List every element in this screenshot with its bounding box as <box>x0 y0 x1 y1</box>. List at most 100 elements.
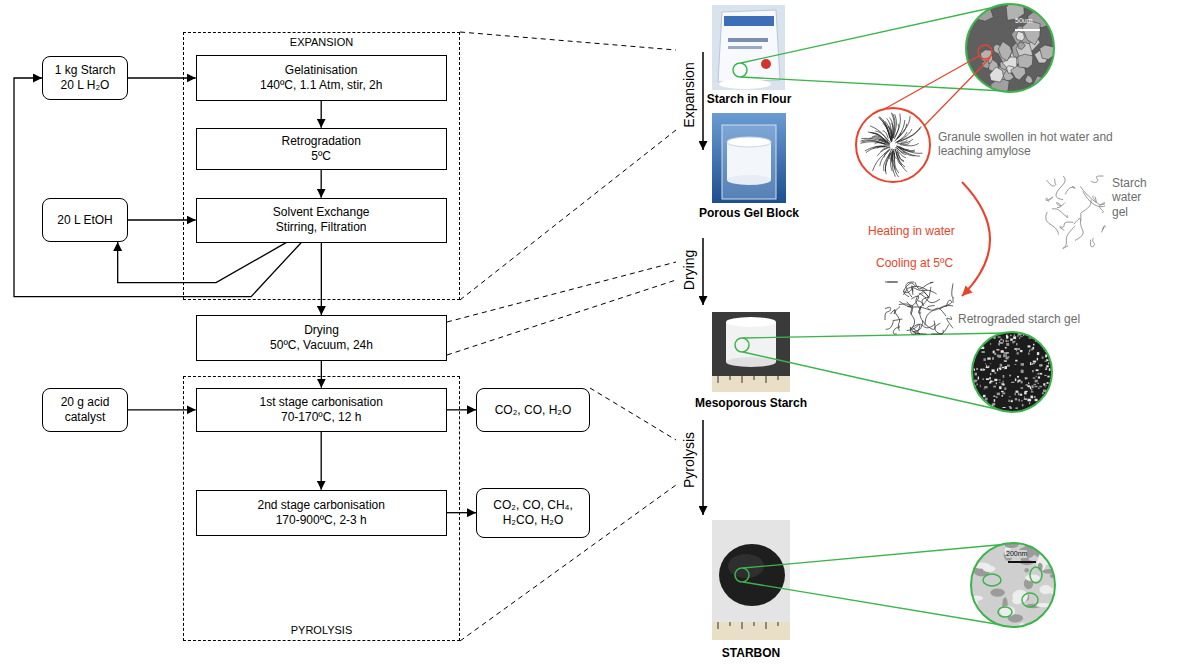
bag <box>718 10 780 82</box>
pore-speckle <box>986 378 989 380</box>
pore-speckle <box>976 368 978 370</box>
polymer-chain <box>1046 179 1055 186</box>
carbon-texture <box>1024 568 1029 573</box>
pore-speckle <box>1054 402 1056 404</box>
pore-speckle <box>974 402 977 404</box>
pore-speckle <box>996 397 998 398</box>
sem-texture <box>970 331 1056 416</box>
pore-speckle <box>971 403 973 405</box>
pointer-line <box>460 32 676 50</box>
gel-cylinder <box>727 137 771 147</box>
pore-speckle <box>1017 376 1019 378</box>
pore-speckle <box>996 349 999 350</box>
carbon-texture <box>973 608 978 620</box>
pore-speckle <box>1018 399 1020 402</box>
box-title: Retrogradation <box>281 134 360 149</box>
carbon-texture <box>1045 537 1053 549</box>
pore-speckle <box>974 392 976 394</box>
scale-bar-label: 50um <box>1015 17 1033 25</box>
mesopore-marker <box>983 574 1001 586</box>
pore-speckle <box>1047 376 1049 378</box>
sem-image <box>970 331 1056 416</box>
pore-speckle <box>980 414 983 416</box>
polymer-chain <box>907 302 915 329</box>
annotation: Retrograded starch gel <box>958 312 1080 326</box>
pore-speckle <box>975 401 977 402</box>
pore-speckle <box>1047 339 1048 341</box>
pore-speckle <box>1045 355 1047 358</box>
box-detail: 70-170ºC, 12 h <box>281 410 361 425</box>
starch-granule <box>1016 31 1024 41</box>
zoom-line <box>743 333 1005 338</box>
pore-speckle <box>1002 384 1004 386</box>
swollen-granule <box>856 108 930 182</box>
polymer-chain <box>1046 197 1053 202</box>
stage-region: PYROLYSIS1st stage carbonisation70-170ºC… <box>183 376 460 641</box>
flow-connector <box>118 242 286 283</box>
amylose-chain <box>873 148 891 171</box>
polymer-chain <box>925 308 946 325</box>
pore-speckle <box>1052 406 1055 408</box>
pore-speckle <box>1039 410 1042 412</box>
gel-block-photo <box>712 113 786 203</box>
pore-speckle <box>1021 388 1024 389</box>
zoom-line <box>743 544 1008 568</box>
process-note: Cooling at 5ºC <box>876 256 953 270</box>
pore-speckle <box>984 358 986 361</box>
bag-print <box>724 16 774 26</box>
polymer-chain <box>1091 176 1104 182</box>
box-detail: 170-900ºC, 2-3 h <box>276 513 367 528</box>
amylose-chain <box>892 151 893 161</box>
pore-speckle <box>1045 403 1046 405</box>
pore-speckle <box>998 336 1001 337</box>
pore-speckle <box>1040 373 1043 375</box>
pore-speckle <box>974 333 977 336</box>
polymer-chain <box>890 306 900 314</box>
polymer-chain <box>1057 202 1066 207</box>
process-box: 1st stage carbonisation70-170ºC, 12 h <box>196 388 447 432</box>
pointer-line <box>460 130 676 300</box>
starbon-photo <box>712 520 790 640</box>
pore-speckle <box>1051 411 1054 412</box>
zoom-line <box>743 582 1008 626</box>
starch-granule <box>971 3 993 21</box>
pore-speckle <box>996 382 997 384</box>
pore-speckle <box>1015 393 1016 396</box>
stage-region: EXPANSIONGelatinisation140ºC, 1.1 Atm, s… <box>183 32 460 300</box>
amylose-chain <box>897 139 913 144</box>
pore-speckle <box>1045 386 1046 388</box>
starch-granule <box>1025 75 1033 84</box>
pore-speckle <box>973 408 976 410</box>
pore-speckle <box>1032 370 1034 372</box>
stage-arrow <box>702 52 704 150</box>
pore-speckle <box>1051 393 1054 395</box>
amylose-chain <box>895 124 899 137</box>
carbon-disk <box>719 544 785 606</box>
carbon-texture <box>978 543 993 549</box>
pore-speckle <box>971 342 974 343</box>
pore-speckle <box>1038 388 1039 389</box>
sem-image <box>966 0 1061 99</box>
pore-speckle <box>1014 334 1015 336</box>
zoom-line <box>924 58 990 126</box>
pore-speckle <box>978 377 979 380</box>
pore-speckle <box>993 386 996 388</box>
ruler <box>712 622 790 640</box>
starch-granule <box>1018 42 1026 49</box>
box-title: Drying <box>304 323 339 338</box>
pore-speckle <box>1000 339 1002 341</box>
pore-speckle <box>1006 335 1008 338</box>
stage-label: Pyrolysis <box>681 432 698 488</box>
pore-speckle <box>1030 362 1031 365</box>
pore-speckle <box>978 411 979 412</box>
pore-speckle <box>1025 378 1027 379</box>
carbon-texture <box>1045 540 1058 547</box>
pore-speckle <box>987 358 990 360</box>
pore-speckle <box>1048 398 1051 400</box>
pore-speckle <box>979 385 981 387</box>
pore-speckle <box>1047 382 1049 384</box>
pore-speckle <box>973 347 974 349</box>
amylose-chain <box>884 153 891 171</box>
amylose-chain <box>873 146 885 149</box>
pore-speckle <box>1043 401 1045 404</box>
